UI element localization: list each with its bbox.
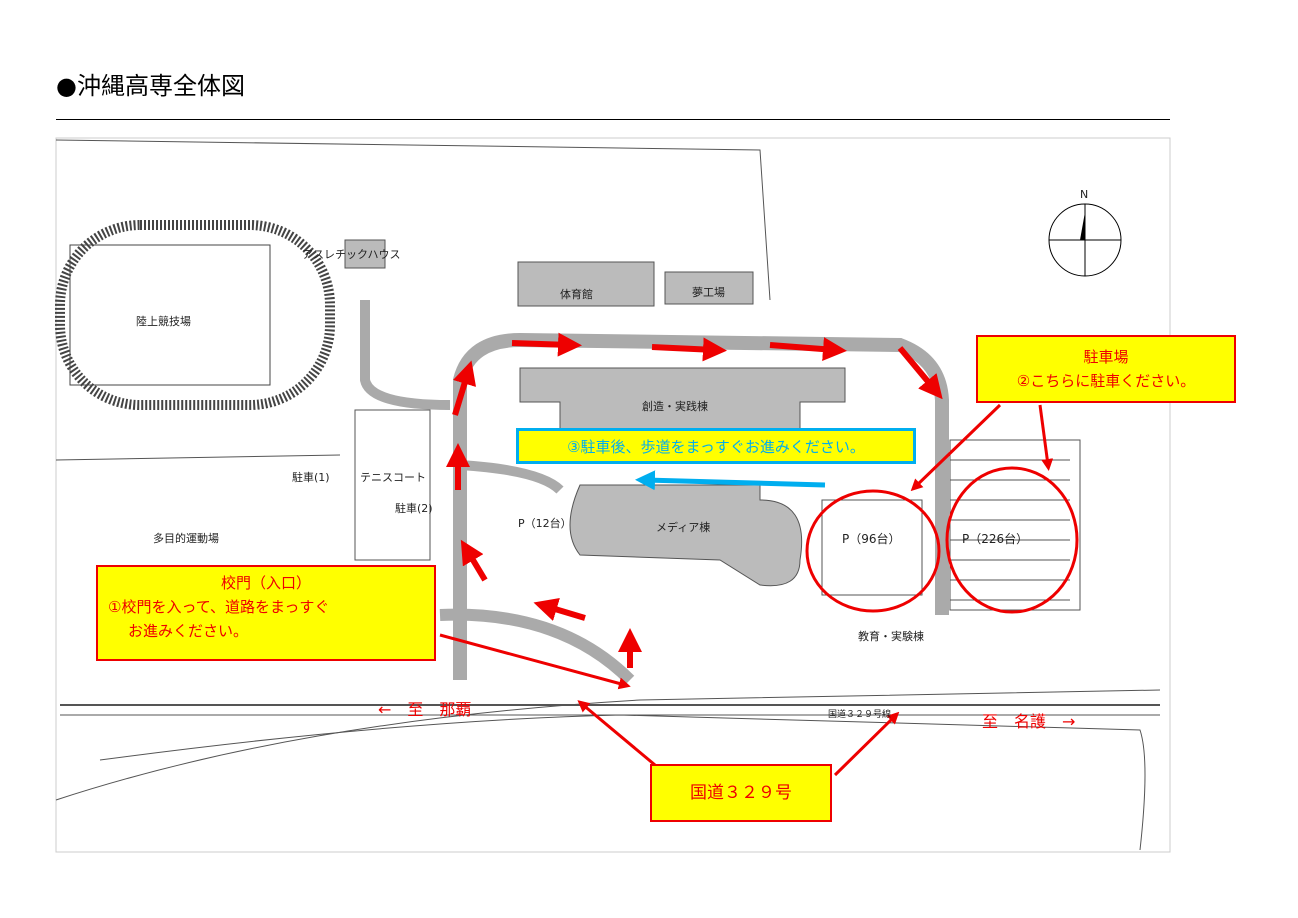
compass	[1048, 203, 1122, 277]
label-tennis-court: テニスコート	[360, 471, 426, 484]
page-title: ●沖縄高専全体図	[56, 72, 245, 100]
label-parking-96: P（96台）	[842, 532, 901, 546]
driving-route-arrows	[446, 332, 943, 668]
label-parking-226: P（226台）	[962, 532, 1029, 546]
dream-factory-building	[664, 271, 754, 305]
tennis-courts	[354, 409, 431, 561]
gate-callout-title: 校門（入口）	[220, 574, 311, 592]
parking-callout: 駐車場 ②こちらに駐車ください。	[976, 335, 1236, 403]
side-road	[360, 300, 451, 410]
parking-lot-96	[821, 499, 923, 596]
callout-pointers	[439, 403, 1054, 777]
boundary-line	[55, 139, 771, 301]
label-parking-2: 駐車(2)	[395, 502, 433, 515]
parking-callout-title: 駐車場	[1083, 348, 1129, 366]
direction-to-naha: ← 至 那覇	[378, 700, 472, 719]
compass-north-label: N	[1080, 188, 1089, 201]
route-callout: 国道３２９号	[650, 764, 832, 822]
title-divider	[56, 119, 1170, 120]
label-creation-building: 創造・実践棟	[642, 400, 708, 413]
media-building	[569, 484, 803, 587]
label-parking-12: P（12台）	[518, 517, 572, 530]
label-athletic-house: アスレチックハウス	[302, 248, 401, 261]
walk-callout: ③駐車後、歩道をまっすぐお進みください。	[516, 428, 916, 464]
gym-building	[517, 261, 655, 307]
label-route-329: 国道３２９号線	[828, 710, 892, 720]
gate-road	[439, 608, 635, 685]
track-field	[55, 220, 335, 410]
soccer-pitch	[69, 244, 271, 386]
label-media-building: メディア棟	[656, 521, 711, 534]
label-track-field: 陸上競技場	[136, 315, 191, 328]
athletic-house-building	[344, 239, 386, 269]
gate-callout-text-2: お進みください。	[128, 622, 249, 640]
gate-callout-text-1: ①校門を入って、道路をまっすぐ	[108, 598, 330, 616]
label-gym: 体育館	[560, 288, 593, 301]
parking-96-highlight	[805, 489, 941, 613]
label-education-building: 教育・実験棟	[858, 630, 924, 643]
parking-lot-226	[949, 439, 1081, 611]
walking-route-arrow	[635, 470, 826, 491]
parking-callout-text: ②こちらに駐車ください。	[1016, 372, 1196, 390]
label-dream-factory: 夢工場	[692, 286, 725, 299]
label-parking-1: 駐車(1)	[292, 471, 330, 484]
direction-to-nago: 至 名護 →	[982, 712, 1076, 731]
gate-callout: 校門（入口） ①校門を入って、道路をまっすぐ お進みください。	[96, 565, 436, 661]
label-multipurpose-field: 多目的運動場	[153, 532, 219, 545]
parking-226-highlight	[945, 466, 1079, 614]
